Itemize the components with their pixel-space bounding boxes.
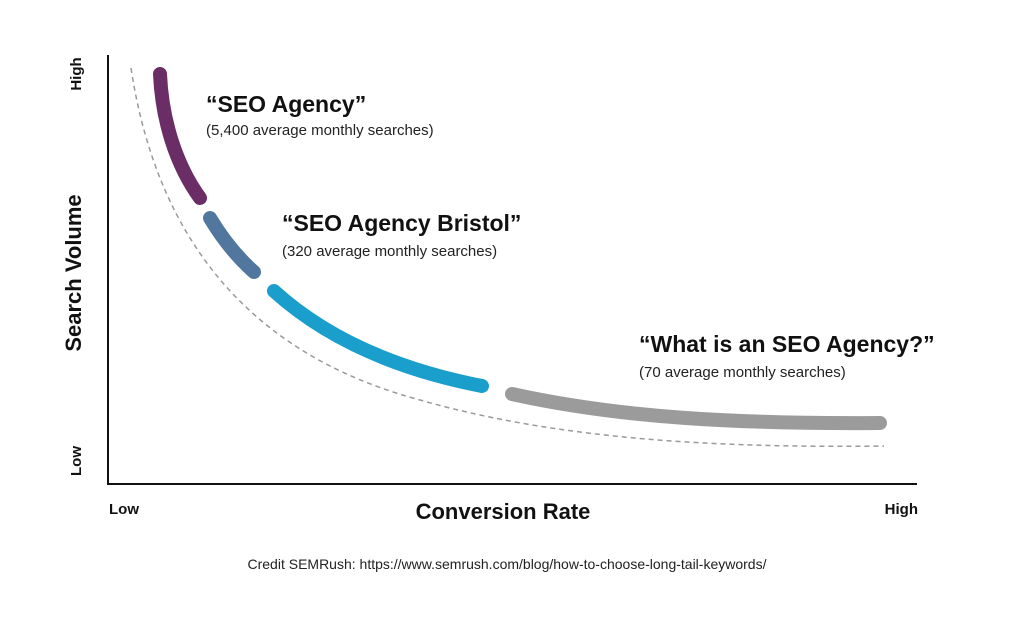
y-axis-title: Search Volume [61,194,86,351]
y-axis-high-label: High [68,57,85,90]
keyword-searches-what-is-seo-agency: (70 average monthly searches) [639,364,846,381]
segment-seo-agency [153,67,207,205]
keyword-title-seo-agency-bristol: “SEO Agency Bristol” [282,210,521,236]
keyword-title-seo-agency: “SEO Agency” [206,91,366,117]
x-axis-title: Conversion Rate [416,499,591,524]
credit-link[interactable]: Credit SEMRush: https://www.semrush.com/… [248,556,767,572]
trend-curve [130,67,885,448]
segment-what-is-seo-agency [505,387,887,431]
x-axis-high-label: High [885,501,918,518]
keyword-title-what-is-seo-agency: “What is an SEO Agency?” [639,331,935,357]
segment-mid-tail [267,284,489,393]
segment-seo-agency-bristol [203,211,261,279]
keyword-searches-seo-agency: (5,400 average monthly searches) [206,122,434,139]
y-axis-low-label: Low [68,446,85,476]
keyword-searches-seo-agency-bristol: (320 average monthly searches) [282,243,497,260]
x-axis-low-label: Low [109,501,139,518]
